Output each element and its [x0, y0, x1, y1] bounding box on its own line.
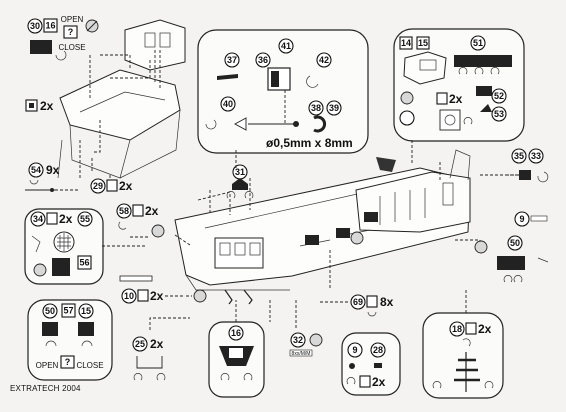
glue-icon [33, 263, 47, 277]
open-label: OPEN [36, 361, 59, 370]
callout-53: 53 [494, 109, 504, 119]
multiplier-left-2x: 2x [25, 99, 54, 113]
group-31-2x: 29 2x [90, 178, 133, 194]
callout-36: 36 [258, 55, 268, 65]
callout-40: 40 [223, 99, 233, 109]
callout-34: 33 [531, 151, 541, 161]
barrel-piece-icon [217, 74, 238, 80]
callout-30: 30 [30, 21, 40, 31]
panel-14-15-51: 14 15 51 2x 52 53 54 54 [393, 28, 525, 142]
main-hull [151, 149, 520, 305]
callout-10: 9 [519, 214, 524, 224]
callout-9: 32 [293, 335, 303, 345]
glue-icon [474, 240, 488, 254]
footer-brand: EXTRATECH 2004 [10, 384, 81, 393]
question-mark: ? [68, 27, 74, 37]
multiplier-2x: 2x [372, 375, 386, 389]
callout-57: 10 [124, 291, 134, 301]
callout-18: 9 [352, 345, 357, 355]
close-label: CLOSE [76, 361, 103, 370]
callout-41: 41 [281, 41, 291, 51]
callout-33: 35 [514, 151, 524, 161]
callout-56: 55 [80, 214, 90, 224]
multiplier-2x: 2x [150, 337, 164, 351]
track-part-icon [497, 256, 525, 270]
callout-16: 16 [45, 21, 55, 31]
glue-icon [309, 333, 323, 347]
tread-piece-icon [42, 322, 58, 336]
callout-51: 51 [473, 38, 483, 48]
group-30-16: 30 16 OPEN ? CLOSE [27, 15, 99, 61]
panel-15-25-16: 50 57 15 OPEN ? CLOSE [27, 299, 113, 381]
glue-icon [350, 231, 364, 245]
group-9: 32 8xx/M/M [289, 300, 323, 357]
multiplier-2x: 2x [119, 179, 133, 193]
callout-28: 69 [353, 297, 363, 307]
group-58: 31 [226, 164, 254, 199]
panel-18-19: 9 28 2x [341, 332, 401, 396]
multiplier-2x: 2x [40, 99, 54, 113]
callout-50-label: 50 [510, 238, 520, 248]
close-label: CLOSE [58, 43, 85, 52]
callout-19: 28 [373, 345, 383, 355]
panel-69: 16 [208, 300, 265, 398]
group-29-9x: 54 9x [25, 162, 80, 192]
callout-31: 29 [93, 181, 103, 191]
callout-38: 38 [311, 103, 321, 113]
leader-lines [102, 140, 413, 322]
callout-55: 34 [33, 214, 43, 224]
question-mark: ? [65, 357, 71, 367]
callout-9: 56 [79, 258, 89, 268]
panel-drill-assembly: 37 41 36 42 40 38 39 ø0,5mm x 8mm [197, 29, 369, 154]
multiplier-2x: 2x [145, 204, 159, 218]
group-33-34: 35 33 [505, 148, 549, 183]
hatch-part-icon [376, 157, 396, 172]
tread-piece-icon [78, 322, 94, 336]
glue-icon [193, 289, 207, 303]
group-35-2x: 58 2x [116, 203, 159, 230]
panel-55-56-9: 34 2x 55 56 [24, 208, 104, 285]
callout-15: 50 [45, 306, 55, 316]
callout-52: 52 [494, 91, 504, 101]
callout-37: 37 [227, 55, 237, 65]
grille-icon [52, 258, 70, 276]
upper-turret-assembly [57, 19, 186, 190]
callout-39: 39 [329, 103, 339, 113]
callout-58: 31 [235, 167, 245, 177]
multiplier-8x: 8x [380, 295, 394, 309]
callout-42: 42 [319, 55, 329, 65]
glue-icon [400, 91, 414, 105]
multiplier-9x: 9x [46, 163, 60, 177]
callout-32: 25 [135, 339, 145, 349]
callout-43: 18 [452, 324, 462, 334]
callout-15: 15 [418, 38, 428, 48]
group-57-2x: 10 2x [119, 275, 185, 304]
group-28-8x: 69 8x [320, 294, 394, 317]
antenna-icon [31, 235, 41, 253]
callout-29: 54 [31, 165, 41, 175]
multiplier-2x: 2x [59, 212, 73, 226]
callout-25: 57 [63, 306, 73, 316]
multiplier-2x: 2x [478, 322, 492, 336]
callout-14: 14 [401, 38, 411, 48]
part-code-label: 8xx/M/M [292, 351, 311, 357]
group-50: 10 50 [474, 235, 549, 283]
multiplier-2x: 2x [150, 289, 164, 303]
callout-69: 16 [231, 328, 241, 338]
multiplier-2x: 2x [449, 92, 463, 106]
drill-spec-label: ø0,5mm x 8mm [266, 136, 353, 150]
group-32-2x: 25 2x [132, 317, 190, 381]
panel-43: 18 2x [422, 290, 504, 399]
callout-35: 58 [119, 206, 129, 216]
glue-icon [151, 224, 165, 238]
tread-piece-icon [30, 40, 52, 54]
group-10: 9 [514, 211, 548, 227]
track-part-icon [454, 55, 512, 67]
callout-16: 15 [81, 306, 91, 316]
open-label: OPEN [61, 15, 84, 24]
